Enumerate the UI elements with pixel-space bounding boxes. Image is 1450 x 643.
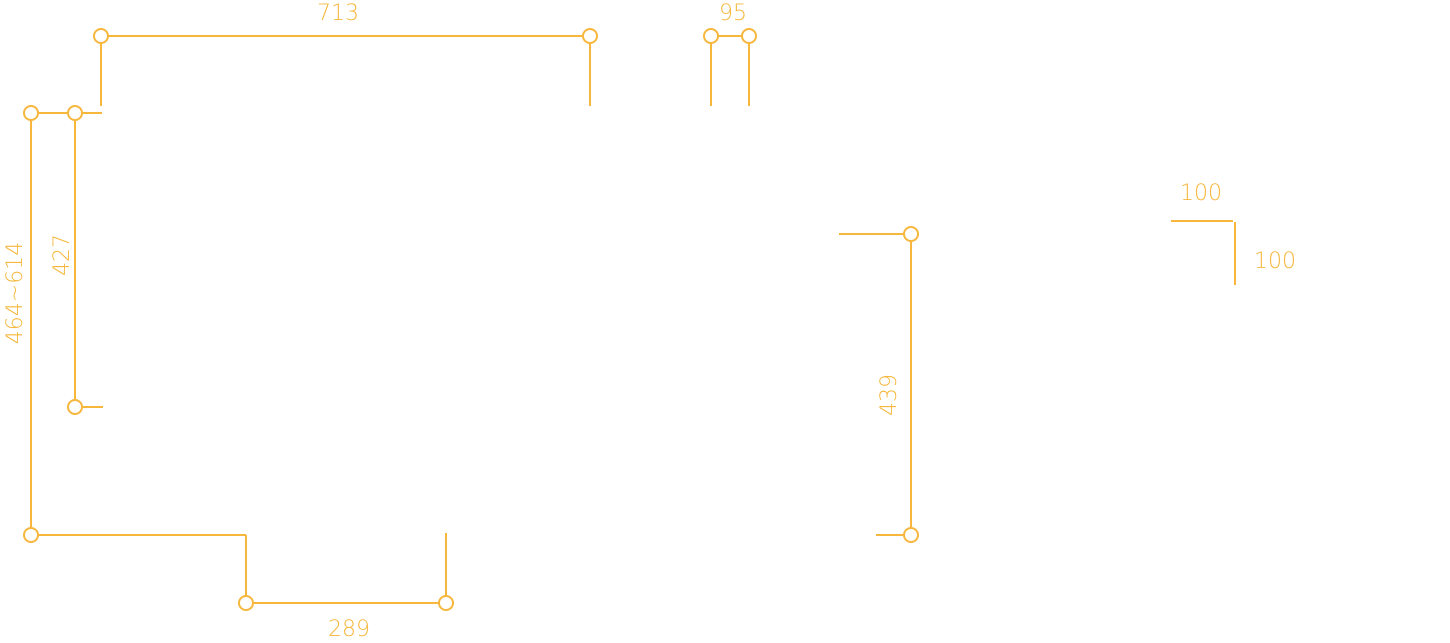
dimension-label: 439 <box>877 374 902 416</box>
dimension-top-width: 713 <box>93 1 598 106</box>
endpoint-marker <box>93 28 109 44</box>
endpoint-marker <box>903 527 919 543</box>
dimension-label: 464~614 <box>3 242 28 344</box>
endpoint-marker <box>903 226 919 242</box>
dimension-right-height: 439 <box>839 226 919 543</box>
dimension-top-gap: 95 <box>703 1 757 106</box>
endpoint-marker <box>23 527 39 543</box>
dimension-label: 427 <box>50 234 75 276</box>
dimension-inner-height: 427 <box>38 105 103 415</box>
dimension-outer-height: 464~614 <box>3 105 246 543</box>
endpoint-marker <box>23 105 39 121</box>
dimension-corner: 100 100 <box>1171 181 1296 285</box>
dimension-label: 95 <box>719 1 747 26</box>
endpoint-marker <box>741 28 757 44</box>
endpoint-marker <box>238 595 254 611</box>
endpoint-marker <box>67 399 83 415</box>
endpoint-marker <box>67 105 83 121</box>
dimension-label: 100 <box>1180 181 1222 206</box>
dimension-label: 100 <box>1254 249 1296 274</box>
dimension-bottom-width: 289 <box>238 533 454 642</box>
dimension-label: 289 <box>328 617 370 642</box>
dimension-label: 713 <box>317 1 359 26</box>
endpoint-marker <box>582 28 598 44</box>
endpoint-marker <box>703 28 719 44</box>
endpoint-marker <box>438 595 454 611</box>
